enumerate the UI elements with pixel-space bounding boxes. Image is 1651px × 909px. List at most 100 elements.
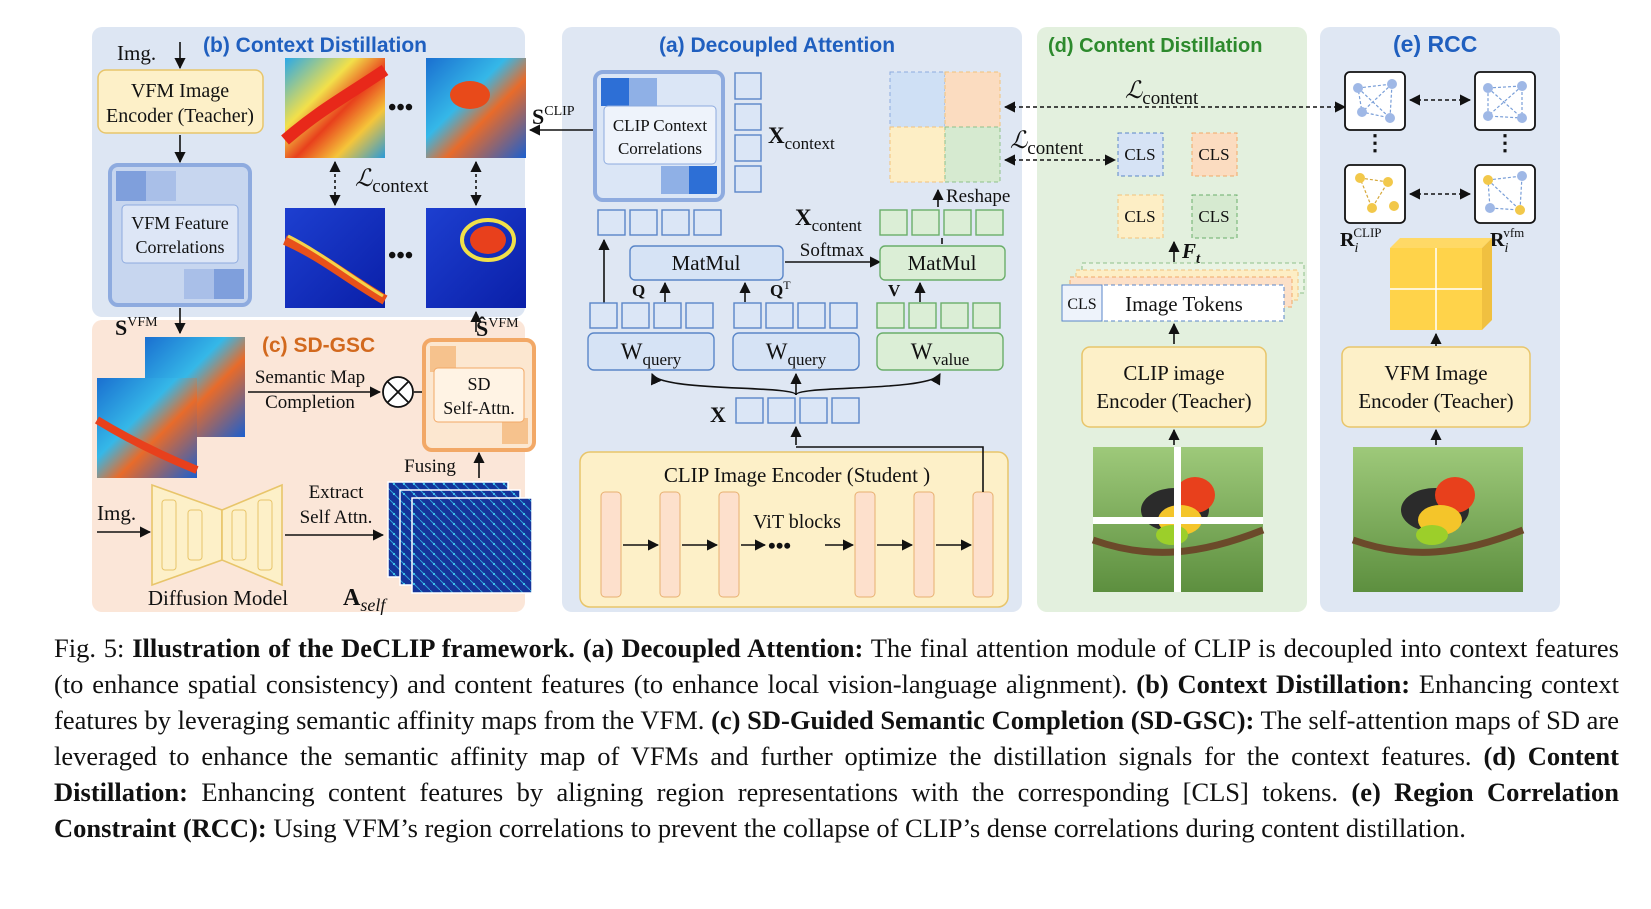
self-attention-maps-stack	[387, 481, 533, 594]
img-label-c: Img.	[97, 501, 136, 525]
vfm-encoder-teacher-b	[97, 69, 264, 134]
label-labels-semantic-map-1: Semantic Map	[255, 367, 365, 388]
label-labels-r-clip-sub: i	[1354, 241, 1358, 256]
label-labels-matmul: MatMul	[672, 251, 741, 275]
label-labels-x-content: X	[795, 205, 812, 230]
bird-image-cropped	[1091, 447, 1265, 592]
label-labels-qt: Q	[770, 281, 783, 300]
caption-a-text: The final attention module of CLIP is de…	[54, 633, 1619, 699]
label-labels-w-value-sub: value	[932, 350, 969, 369]
label-labels-cls: CLS	[1198, 207, 1229, 226]
label-labels-s-vfm-sup: VFM	[127, 315, 158, 330]
softmax-label: Softmax	[800, 240, 865, 261]
r-vfm-label: Rivfm	[1490, 225, 1524, 256]
label-labels-clip-ctx-corr-1: CLIP Context	[613, 116, 708, 135]
l-content-label-mid: ℒcontent	[1010, 128, 1084, 159]
label-labels-s-hat-vfm-sup: VFM	[488, 316, 519, 331]
clip-context-correlations-matrix: CLIP Context Correlations	[593, 70, 725, 202]
caption-e-head: (e) Region Correlation Constraint (RCC):	[54, 777, 1619, 843]
label-labels-vit-blocks: ViT blocks	[753, 511, 841, 533]
label-labels-vfm-teacher-e-1: VFM Image	[1384, 361, 1487, 385]
a-self-label: Aself	[343, 585, 388, 615]
label-labels-l-content-sub: content	[1142, 88, 1199, 109]
label-labels-extract-2: Self Attn.	[300, 507, 373, 528]
label-labels-l-content: ℒ	[1125, 78, 1143, 104]
label-labels-r-clip-sup: CLIP	[1353, 225, 1381, 240]
label-labels-vfm-feature-corr-2: Correlations	[136, 237, 225, 257]
x-content-row	[879, 209, 1004, 236]
label-labels-semantic-map-2: Completion	[265, 392, 355, 413]
label-labels-image-tokens: Image Tokens	[1125, 292, 1243, 316]
x-label: X	[710, 402, 726, 427]
label-labels-l-content-sub: content	[1027, 138, 1084, 159]
figure-caption: Fig. 5: Illustration of the DeCLIP frame…	[54, 630, 1619, 846]
rcc-graph-vfm-2	[1474, 164, 1536, 224]
multiply-operator	[382, 376, 414, 408]
label-labels-r-vfm-sup: vfm	[1503, 225, 1524, 240]
clip-image-encoder-student: CLIP Image Encoder (Student ) ••• ViT bl…	[579, 451, 1009, 608]
rcc-graph-clip-2	[1344, 164, 1406, 224]
label-labels-cls: CLS	[1067, 296, 1096, 313]
panel-e-title: (e) RCC	[1393, 31, 1477, 57]
l-content-label-top: ℒcontent	[1125, 78, 1199, 109]
cls-token-orange: CLS	[1191, 132, 1238, 177]
label-labels-w-value: W	[911, 339, 933, 364]
label-labels-r-vfm-sub: i	[1504, 241, 1508, 256]
label-labels-w-query-sub: query	[788, 350, 827, 369]
caption-c-head: (c) SD-Guided Semantic Completion (SD-GS…	[711, 705, 1255, 735]
q-token-row	[589, 302, 714, 329]
label-labels-vfm-encoder-teacher-1: VFM Image	[131, 80, 229, 102]
label-labels-l-context: ℒ	[355, 166, 373, 192]
label-labels-l-content: ℒ	[1010, 128, 1028, 154]
matmul-qqt: MatMul	[629, 245, 784, 281]
x-context-column	[734, 72, 762, 193]
label-labels-clip-teacher-2: Encoder (Teacher)	[1096, 389, 1251, 413]
image-tokens-stack: CLS Image Tokens	[1061, 262, 1305, 322]
vfm-feature-cube	[1390, 238, 1492, 330]
caption-b-head: (b) Context Distillation:	[1136, 669, 1411, 699]
s-hat-vfm-label: ŜVFM	[476, 316, 519, 341]
label-labels-w-query-sub: query	[643, 350, 682, 369]
vfm-feature-correlations-matrix: VFM Feature Correlations	[108, 163, 252, 307]
content-feature-grid	[889, 71, 1001, 183]
label-labels-vfm-teacher-e-2: Encoder (Teacher)	[1358, 389, 1513, 413]
cls-token-green: CLS	[1191, 194, 1238, 239]
label-labels-vfm-encoder-teacher-2: Encoder (Teacher)	[106, 105, 254, 127]
panel-b-title: (b) Context Distillation	[203, 34, 427, 57]
label-labels-a-self-sub: self	[360, 595, 388, 615]
label-labels-r-vfm: R	[1490, 229, 1505, 251]
svg-text:Wquery: Wquery	[621, 339, 682, 369]
diffusion-model-unet	[151, 483, 283, 587]
label-labels-qt-sup: T	[783, 278, 791, 292]
qt-token-row	[733, 302, 858, 329]
matmul-v: MatMul	[879, 245, 1006, 281]
sd-self-attn-block: SD Self-Attn.	[422, 338, 536, 452]
label-labels-s-vfm: S	[115, 315, 127, 340]
cls-token-yellow: CLS	[1117, 194, 1164, 239]
caption-c-text: The self-attention maps of SD are levera…	[54, 705, 1619, 771]
label-labels-matmul: MatMul	[908, 251, 977, 275]
svg-text:Wvalue: Wvalue	[911, 339, 970, 369]
img-label-b: Img.	[117, 41, 156, 65]
w-value-box: Wvalue	[876, 332, 1004, 371]
q-label: Q	[632, 281, 645, 300]
bird-image-full	[1351, 447, 1525, 592]
label-labels-vfm-feature-corr-1: VFM Feature	[131, 213, 229, 233]
panel-c-title: (c) SD-GSC	[262, 334, 375, 357]
caption-d-text: Enhancing content features by aligning r…	[201, 777, 1339, 807]
label-labels-f-t: F	[1181, 239, 1196, 263]
label-labels-x-context-sub: context	[785, 134, 835, 153]
ellipsis-bottom: •••	[388, 243, 413, 269]
label-labels-sd-self-attn-1: SD	[467, 374, 490, 394]
svg-text:⋮: ⋮	[1494, 130, 1516, 155]
cls-token-blue: CLS	[1117, 132, 1164, 177]
label-labels-fusing: Fusing	[404, 456, 456, 477]
v-label: V	[888, 281, 901, 300]
svg-text:Wquery: Wquery	[766, 339, 827, 369]
label-labels-cls: CLS	[1124, 145, 1155, 164]
label-labels-x-content-sub: content	[812, 216, 862, 235]
caption-a-head: (a) Decoupled Attention:	[582, 633, 864, 663]
w-query-box-1: Wquery	[587, 332, 715, 371]
x-content-label: Xcontent	[795, 205, 862, 235]
label-labels-a-self: A	[343, 585, 361, 611]
